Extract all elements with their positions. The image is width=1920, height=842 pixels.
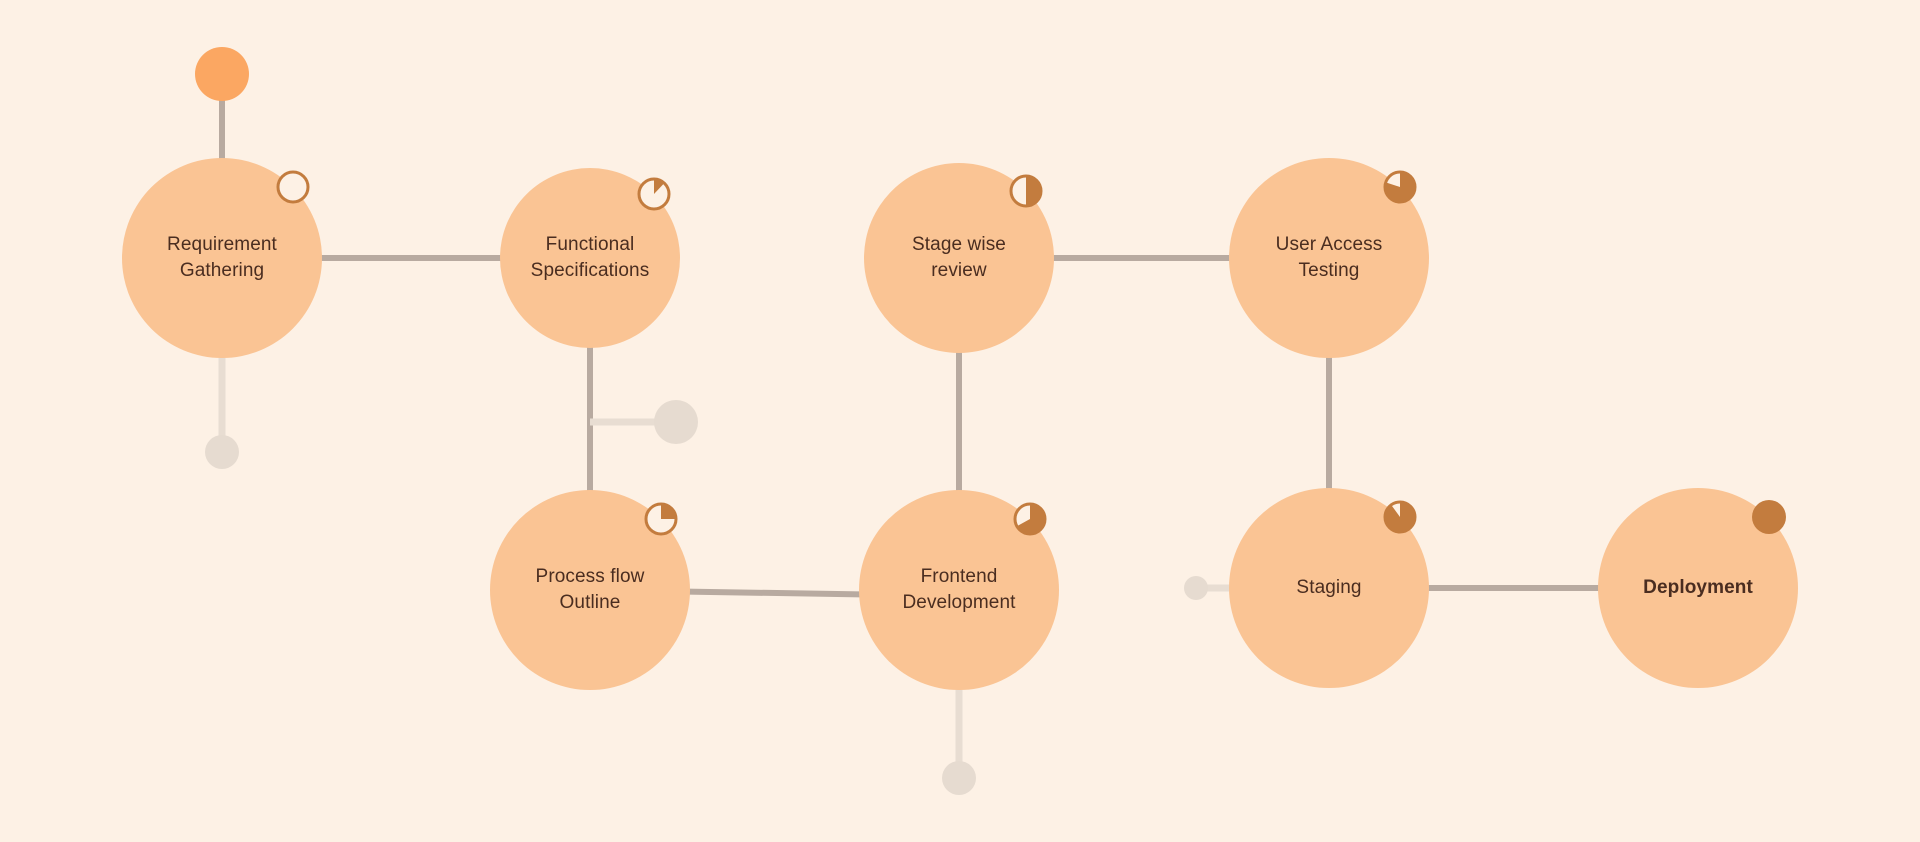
progress-badge-staging <box>1383 500 1417 534</box>
node-label-frontend-development: Frontend Development <box>902 565 1016 613</box>
node-label-stage-wise-review: Stage wise review <box>912 233 1006 281</box>
node-label-process-flow-outline: Process flow Outline <box>535 565 645 613</box>
node-label-functional-specifications: Functional Specifications <box>530 233 650 281</box>
endpoint-below-requirement <box>205 435 239 469</box>
node-label-user-access-testing: User Access Testing <box>1275 233 1383 281</box>
node-requirement-gathering[interactable]: Requirement Gathering <box>122 158 322 358</box>
endpoint-branch-right <box>654 400 698 444</box>
endpoint-left-of-staging <box>1184 576 1208 600</box>
progress-badge-deployment <box>1751 500 1786 535</box>
node-label-requirement-gathering: Requirement Gathering <box>167 233 277 281</box>
start-dot-top <box>195 47 249 101</box>
node-staging[interactable]: Staging <box>1229 488 1429 688</box>
progress-badge-functional-specifications <box>637 177 671 211</box>
node-user-access-testing[interactable]: User Access Testing <box>1229 158 1429 358</box>
progress-badge-frontend-development <box>1013 502 1047 536</box>
progress-badge-requirement-gathering <box>276 170 310 204</box>
node-deployment[interactable]: Deployment <box>1598 488 1798 688</box>
node-functional-specifications[interactable]: Functional Specifications <box>500 168 680 348</box>
progress-badge-stage-wise-review <box>1009 174 1043 208</box>
progress-badge-process-flow-outline <box>644 502 678 536</box>
progress-badge-user-access-testing <box>1383 170 1417 204</box>
node-label-staging: Staging <box>1296 576 1362 598</box>
endpoint-below-frontend <box>942 761 976 795</box>
node-process-flow-outline[interactable]: Process flow Outline <box>490 490 690 690</box>
node-frontend-development[interactable]: Frontend Development <box>859 490 1059 690</box>
node-label-deployment: Deployment <box>1643 576 1753 598</box>
node-stage-wise-review[interactable]: Stage wise review <box>864 163 1054 353</box>
